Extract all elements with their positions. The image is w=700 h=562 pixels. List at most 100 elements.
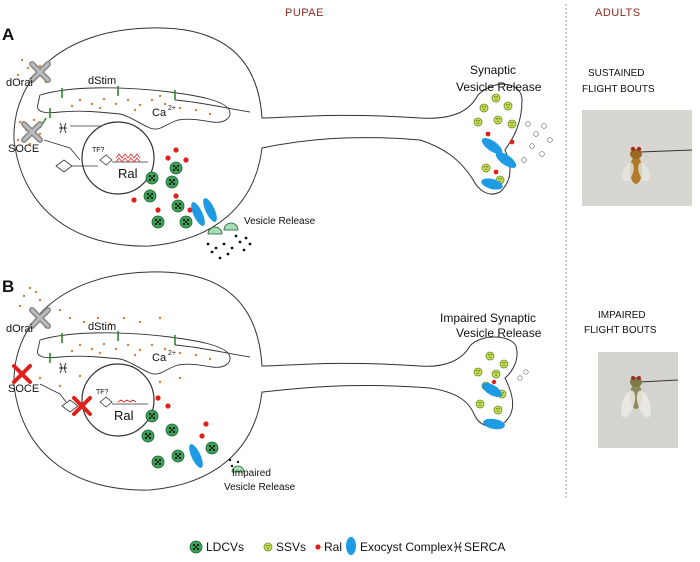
er-tube-b (37, 332, 231, 375)
ssv (485, 351, 495, 361)
adult-b-line1: IMPAIRED (598, 310, 646, 321)
legend-exocyst-icon (346, 537, 356, 555)
ral-transcript-a (115, 153, 141, 163)
ssv (473, 367, 483, 377)
ral-terminal-a (485, 131, 515, 175)
exocyst-terminal-b (482, 383, 505, 430)
ldcv (169, 161, 183, 175)
er-branch-b (174, 344, 251, 358)
adult-b-line2: FLIGHT BOUTS (584, 325, 657, 336)
fusing-vesicle-b (231, 465, 245, 473)
panel-a: A dOrai dStim (2, 25, 693, 260)
legend-ldcv-icon (189, 540, 203, 554)
synaptic-label-a-line1: Synaptic (470, 63, 516, 77)
tf-diamond-outside-b (61, 399, 79, 413)
exocyst-b (189, 444, 203, 468)
ral-terminal-b (491, 379, 497, 385)
dorai-label-a: dOrai (6, 77, 33, 89)
dstim-label-b: dStim (88, 321, 116, 333)
legend-exocyst: Exocyst Complex (360, 540, 453, 554)
exocyst-a (191, 198, 217, 226)
release-dots-a (206, 234, 252, 260)
ca-label-b: Ca (152, 352, 167, 364)
fly-photo-icon (582, 110, 693, 206)
soce-label-a: SOCE (8, 143, 39, 155)
legend-serca-icon (453, 541, 463, 553)
legend-serca: SERCA (464, 540, 505, 554)
dstim-label-a: dStim (88, 75, 116, 87)
nucleus-a (81, 121, 155, 195)
neuron-b-outline (13, 271, 518, 491)
ldcv (179, 215, 193, 229)
panel-a-letter: A (2, 25, 14, 44)
tf-label-b: TF? (96, 389, 109, 396)
er-tube-a (37, 87, 231, 130)
synaptic-label-b-line2: Vesicle Release (456, 326, 542, 340)
ssv (507, 119, 517, 129)
ca-dots-a (70, 94, 212, 116)
legend-ssv-icon (263, 542, 273, 552)
ral-gene-label-a: Ral (118, 166, 138, 181)
ssv (481, 163, 491, 173)
ssv (475, 399, 485, 409)
ca-dots-outside-b (18, 286, 182, 388)
ssv (493, 115, 503, 125)
ldcv (171, 449, 185, 463)
adult-a-line2: FLIGHT BOUTS (582, 84, 655, 95)
pupae-header: PUPAE (285, 7, 324, 19)
ldcv (151, 455, 165, 469)
ssv (473, 117, 483, 127)
neuron-a-outline (13, 27, 523, 247)
ldcv (145, 171, 159, 185)
nucleus-b (81, 363, 155, 437)
ral-transcript-b (117, 399, 137, 403)
vesicle-release-label-a: Vesicle Release (244, 216, 316, 227)
ral-gene-label-b: Ral (114, 408, 134, 423)
synaptic-label-b-line1: Impaired Synaptic (440, 311, 536, 325)
adult-a-line1: SUSTAINED (588, 68, 645, 79)
fly-photo-b-icon (598, 352, 679, 448)
legend-ldcvs: LDCVs (206, 540, 244, 554)
fusing-vesicles-a (207, 222, 239, 235)
signal-arrow-a (43, 139, 81, 161)
soce-label-b: SOCE (8, 383, 39, 395)
ldcv (145, 409, 159, 423)
ssv (479, 103, 489, 113)
ldcv (165, 423, 179, 437)
ldcv (143, 189, 157, 203)
released-ssv-a (521, 121, 553, 163)
ssv (499, 359, 509, 369)
vesicle-release-b-line2: Vesicle Release (224, 482, 296, 493)
ldcv (151, 215, 165, 229)
tf-diamond-b (99, 396, 113, 408)
ssv (503, 101, 513, 111)
ldcv (171, 199, 185, 213)
exocyst-terminal-a (481, 137, 517, 190)
released-ssv-b (517, 369, 529, 381)
legend: LDCVs SSVs Ral Exocyst Complex SERCA (189, 537, 505, 555)
legend-ral-icon (315, 544, 321, 550)
tf-label-a: TF? (92, 147, 105, 154)
ca-dots-b (70, 342, 212, 361)
signal-arrow-b (39, 383, 67, 403)
synaptic-label-a-line2: Vesicle Release (456, 80, 542, 94)
ldcv (205, 441, 219, 455)
ldcv (141, 429, 155, 443)
dorai-label-b: dOrai (6, 323, 33, 335)
legend-ssvs: SSVs (276, 540, 306, 554)
adults-header: ADULTS (595, 7, 641, 19)
er-branch-a (174, 99, 251, 113)
tf-diamond-a (99, 154, 113, 166)
ssv (491, 93, 501, 103)
ssv (493, 405, 503, 415)
legend-ral: Ral (324, 540, 342, 554)
vesicle-release-b-line1: Impaired (232, 468, 271, 479)
ca-label-a: Ca (152, 107, 167, 119)
ral-dots-b (155, 395, 209, 439)
ca-sup-label-a: 2+ (168, 105, 176, 112)
ca-sup-label-b: 2+ (168, 350, 176, 357)
ldcv (165, 175, 179, 189)
ssv (491, 369, 501, 379)
panel-b-letter: B (2, 277, 14, 296)
